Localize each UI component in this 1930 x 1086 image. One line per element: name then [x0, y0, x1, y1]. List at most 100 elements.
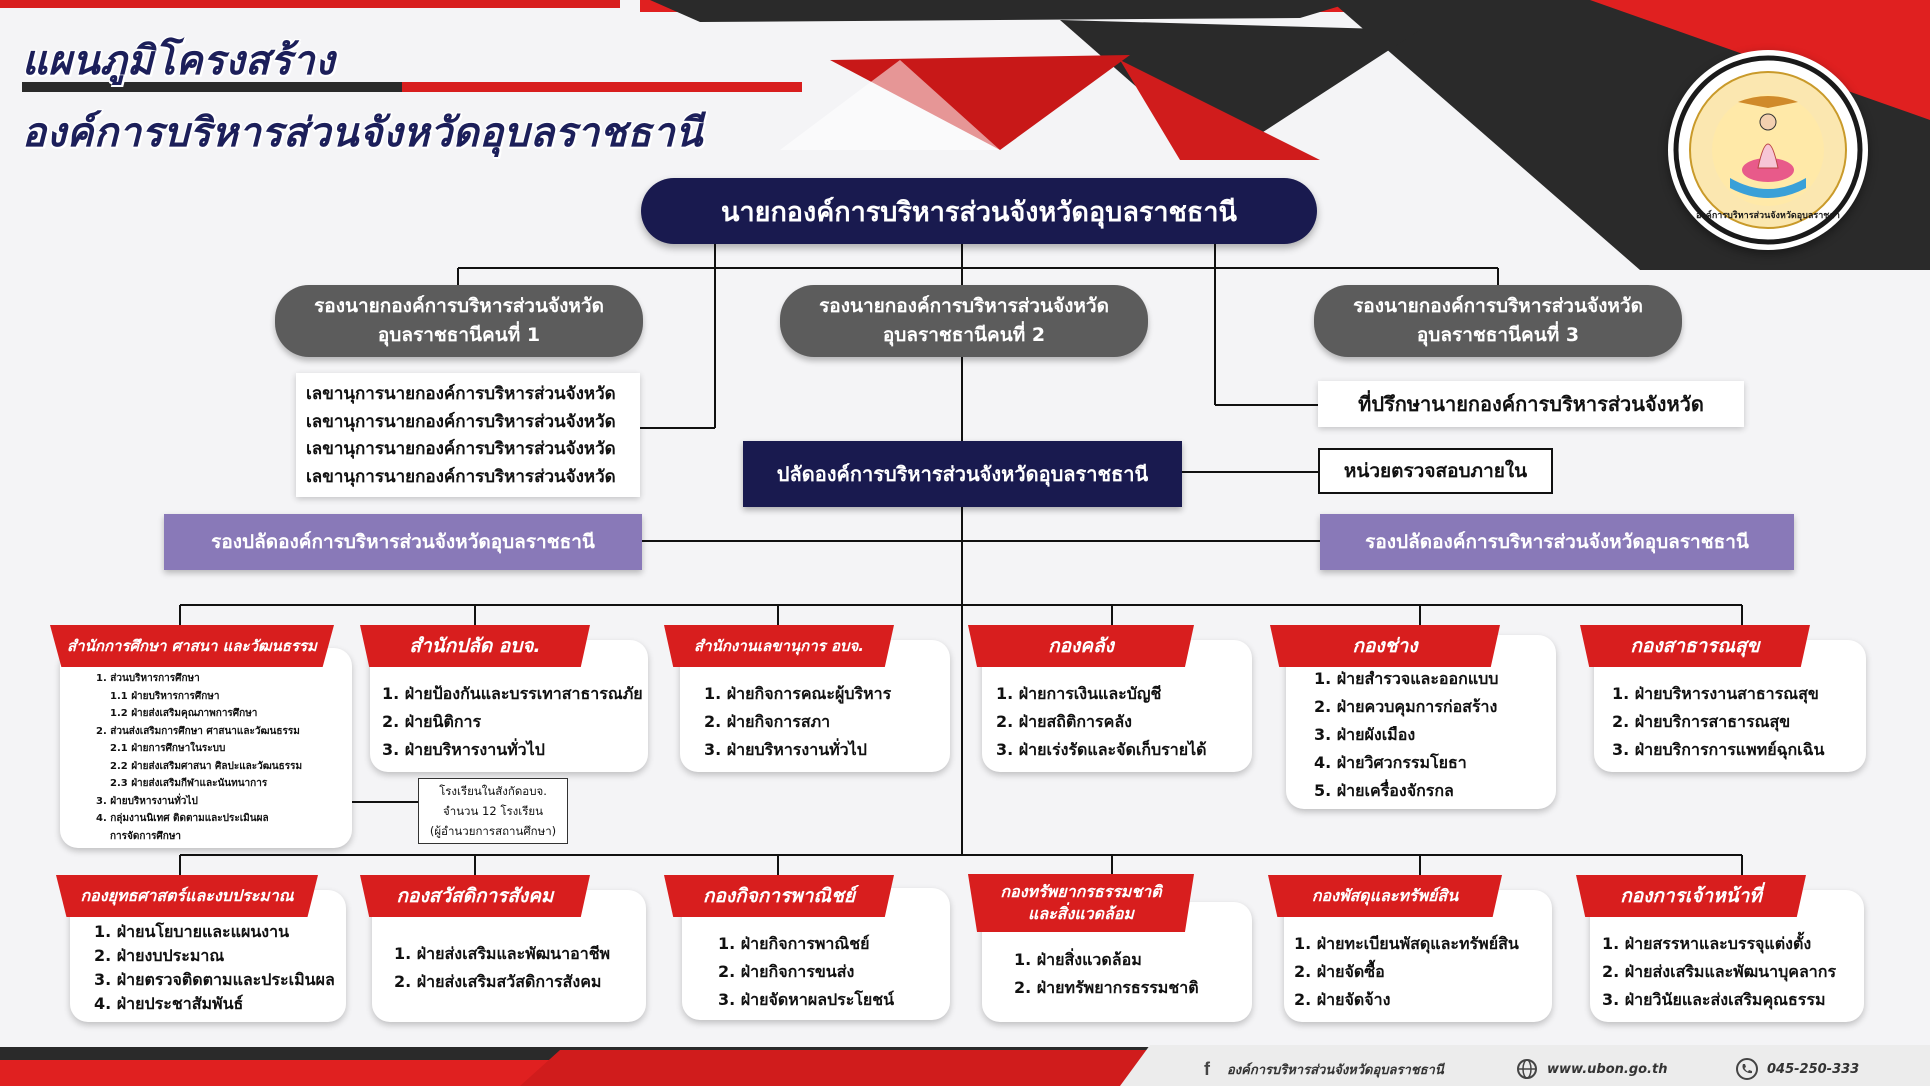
dept-supplies-name: กองพัสดุและทรัพย์สิน: [1311, 886, 1459, 905]
deputy-chief-1-line2: อุบลราชธานีคนที่ 1: [377, 324, 541, 346]
dept-item: 2. ฝ่ายกิจการขนส่ง: [718, 962, 855, 981]
dept-finance-name: กองคลัง: [1048, 635, 1114, 657]
schools-note-line1: โรงเรียนในสังกัดอบจ.: [439, 784, 547, 798]
deputy-chief-3-line1: รองนายกองค์การบริหารส่วนจังหวัด: [1353, 295, 1643, 317]
secretaries-box[interactable]: เลขานุการนายกองค์การบริหารส่วนจังหวัด เล…: [296, 373, 640, 497]
globe-icon: [1515, 1057, 1539, 1081]
seal-icon: [1673, 55, 1863, 245]
dept-item: 2. ฝ่ายส่งเสริมและพัฒนาบุคลากร: [1602, 962, 1837, 981]
dept-social-welfare-name: กองสวัสดิการสังคม: [396, 885, 554, 907]
chief-executive-box[interactable]: นายกองค์การบริหารส่วนจังหวัดอุบลราชธานี: [641, 178, 1317, 244]
dept-personnel-header[interactable]: กองการเจ้าหน้าที่: [1576, 875, 1806, 917]
dept-item: 1.2 ฝ่ายส่งเสริมคุณภาพการศึกษา: [110, 708, 258, 719]
dept-item: 1. ฝ่ายสรรหาและบรรจุแต่งตั้ง: [1602, 934, 1812, 953]
footer-facebook-text: องค์การบริหารส่วนจังหวัดอุบลราชธานี: [1227, 1062, 1444, 1078]
dept-item: 2. ฝ่ายนิติการ: [382, 712, 482, 731]
deputy-chief-3-box[interactable]: รองนายกองค์การบริหารส่วนจังหวัด อุบลราชธ…: [1314, 285, 1682, 357]
deputy-chief-1-box[interactable]: รองนายกองค์การบริหารส่วนจังหวัด อุบลราชธ…: [275, 285, 643, 357]
dept-item: 3. ฝ่ายบริหารงานทั่วไป: [96, 795, 198, 807]
dept-item: 4. ฝ่ายประชาสัมพันธ์: [94, 994, 244, 1013]
footer-website[interactable]: www.ubon.go.th: [1515, 1057, 1667, 1081]
dept-secretariat-name: สำนักงานเลขานุการ อบจ.: [694, 637, 864, 655]
dept-social-welfare-header[interactable]: กองสวัสดิการสังคม: [360, 875, 590, 917]
dept-item: 2. ฝ่ายจัดจ้าง: [1294, 990, 1391, 1009]
deputy-chief-2-line1: รองนายกองค์การบริหารส่วนจังหวัด: [819, 295, 1109, 317]
deputy-chief-2-box[interactable]: รองนายกองค์การบริหารส่วนจังหวัด อุบลราชธ…: [780, 285, 1148, 357]
dept-item: 2. ฝ่ายควบคุมการก่อสร้าง: [1314, 697, 1498, 716]
dept-secretariat-header[interactable]: สำนักงานเลขานุการ อบจ.: [664, 625, 894, 667]
dept-item: 5. ฝ่ายเครื่องจักรกล: [1314, 781, 1454, 800]
dept-item: 3. ฝ่ายบริหารงานทั่วไป: [704, 740, 867, 759]
dept-public-health-name: กองสาธารณสุข: [1630, 635, 1760, 657]
footer-phone-text: 045-250-333: [1767, 1061, 1860, 1077]
logo-text: องค์การบริหารส่วนจังหวัดอุบลราชธานี: [1696, 211, 1840, 221]
dept-personnel-name: กองการเจ้าหน้าที่: [1620, 885, 1762, 907]
dept-item: 2.1 ฝ่ายการศึกษาในระบบ: [110, 743, 226, 754]
dept-item: 3. ฝ่ายบริหารงานทั่วไป: [382, 740, 545, 759]
dept-item: 2. ฝ่ายจัดซื้อ: [1294, 962, 1385, 981]
dept-public-health-header[interactable]: กองสาธารณสุข: [1580, 625, 1810, 667]
deputy-permanent-secretary-right-label: รองปลัดองค์การบริหารส่วนจังหวัดอุบลราชธา…: [1365, 531, 1749, 553]
dept-finance-header[interactable]: กองคลัง: [968, 625, 1194, 667]
dept-item: 2. ฝ่ายงบประมาณ: [94, 946, 225, 965]
dept-engineering-header[interactable]: กองช่าง: [1270, 625, 1500, 667]
schools-note-line2: จำนวน 12 โรงเรียน: [443, 804, 543, 818]
schools-note-line3: (ผู้อำนวยการสถานศึกษา): [429, 824, 557, 838]
dept-environment-name: กองทรัพยากรธรรมชาติ: [1000, 882, 1162, 901]
internal-audit-label: หน่วยตรวจสอบภายใน: [1343, 460, 1528, 482]
dept-education-header[interactable]: สำนักการศึกษา ศาสนา และวัฒนธรรม: [50, 625, 334, 667]
dept-item: 1. ฝ่ายการเงินและบัญชี: [996, 684, 1162, 703]
dept-palad-office-header[interactable]: สำนักปลัด อบจ.: [360, 625, 590, 667]
dept-engineering-name: กองช่าง: [1352, 635, 1418, 657]
dept-item: 3. ฝ่ายจัดหาผลประโยชน์: [718, 990, 895, 1009]
footer-phone[interactable]: 045-250-333: [1735, 1057, 1859, 1081]
dept-item: 1. ฝ่ายสิ่งแวดล้อม: [1014, 950, 1142, 969]
dept-item: 1. ส่วนบริหารการศึกษา: [96, 673, 200, 684]
footer-website-text: www.ubon.go.th: [1547, 1061, 1668, 1077]
schools-note[interactable]: โรงเรียนในสังกัดอบจ. จำนวน 12 โรงเรียน (…: [418, 778, 568, 844]
footer-facebook[interactable]: f องค์การบริหารส่วนจังหวัดอุบลราชธานี: [1195, 1057, 1444, 1081]
phone-icon: [1735, 1057, 1759, 1081]
dept-item: 3. ฝ่ายวินัยและส่งเสริมคุณธรรม: [1602, 990, 1826, 1009]
deputy-chief-3-line2: อุบลราชธานีคนที่ 3: [1416, 324, 1580, 346]
dept-item: 2. ฝ่ายบริการสาธารณสุข: [1612, 712, 1791, 731]
page-subtitle: องค์การบริหารส่วนจังหวัดอุบลราชธานี: [22, 110, 703, 156]
dept-item: 2. ฝ่ายส่งเสริมสวัสดิการสังคม: [394, 972, 602, 991]
advisor-box[interactable]: ที่ปรึกษานายกองค์การบริหารส่วนจังหวัด: [1318, 381, 1744, 427]
dept-item: 3. ฝ่ายบริการการแพทย์ฉุกเฉิน: [1612, 740, 1825, 759]
dept-palad-office-name: สำนักปลัด อบจ.: [409, 635, 541, 657]
dept-item: 1. ฝ่ายกิจการคณะผู้บริหาร: [704, 684, 892, 703]
facebook-icon: f: [1204, 1058, 1210, 1079]
deputy-chief-2-line2: อุบลราชธานีคนที่ 2: [882, 324, 1046, 346]
deputy-chief-1-line1: รองนายกองค์การบริหารส่วนจังหวัด: [314, 295, 604, 317]
dept-item: 3. ฝ่ายตรวจติดตามและประเมินผล: [94, 970, 335, 989]
dept-item: 1. ฝ่ายนโยบายและแผนงาน: [94, 922, 290, 941]
secretary-item: เลขานุการนายกองค์การบริหารส่วนจังหวัด: [306, 439, 616, 459]
dept-environment-header[interactable]: กองทรัพยากรธรรมชาติ และสิ่งแวดล้อม: [968, 874, 1194, 932]
deputy-permanent-secretary-right[interactable]: รองปลัดองค์การบริหารส่วนจังหวัดอุบลราชธา…: [1320, 514, 1794, 570]
permanent-secretary-box[interactable]: ปลัดองค์การบริหารส่วนจังหวัดอุบลราชธานี: [743, 441, 1182, 507]
dept-item: 2.3 ฝ่ายส่งเสริมกีฬาและนันทนาการ: [110, 778, 268, 789]
secretary-item: เลขานุการนายกองค์การบริหารส่วนจังหวัด: [306, 384, 616, 404]
dept-item: 2. ฝ่ายสถิติการคลัง: [996, 712, 1132, 731]
internal-audit-box[interactable]: หน่วยตรวจสอบภายใน: [1318, 448, 1553, 494]
deputy-permanent-secretary-left[interactable]: รองปลัดองค์การบริหารส่วนจังหวัดอุบลราชธา…: [164, 514, 642, 570]
dept-supplies-header[interactable]: กองพัสดุและทรัพย์สิน: [1268, 875, 1502, 917]
dept-item: 2. ส่วนส่งเสริมการศึกษา ศาสนาและวัฒนธรรม: [96, 725, 300, 737]
dept-commerce-name: กองกิจการพาณิชย์: [702, 885, 856, 907]
dept-education-box[interactable]: 1. ส่วนบริหารการศึกษา 1.1 ฝ่ายบริหารการศ…: [60, 648, 352, 848]
dept-commerce-header[interactable]: กองกิจการพาณิชย์: [664, 875, 894, 917]
dept-strategy-header[interactable]: กองยุทธศาสตร์และงบประมาณ: [56, 875, 318, 917]
dept-strategy-name: กองยุทธศาสตร์และงบประมาณ: [80, 886, 294, 905]
dept-item: 1. ฝ่ายส่งเสริมและพัฒนาอาชีพ: [394, 944, 611, 963]
dept-item: การจัดการศึกษา: [110, 830, 182, 842]
dept-item: 1. ฝ่ายทะเบียนพัสดุและทรัพย์สิน: [1294, 934, 1519, 953]
dept-item: 1. ฝ่ายกิจการพาณิชย์: [718, 934, 870, 953]
dept-item: 1.1 ฝ่ายบริหารการศึกษา: [110, 690, 220, 702]
chief-executive-label: นายกองค์การบริหารส่วนจังหวัดอุบลราชธานี: [721, 196, 1237, 228]
dept-item: 3. ฝ่ายเร่งรัดและจัดเก็บรายได้: [996, 740, 1207, 759]
dept-item: 4. กลุ่มงานนิเทศ ติดตามและประเมินผล: [96, 813, 269, 824]
dept-item: 2. ฝ่ายทรัพยากรธรรมชาติ: [1014, 978, 1199, 997]
dept-item: 2.2 ฝ่ายส่งเสริมศาสนา ศิลปะและวัฒนธรรม: [110, 760, 303, 772]
